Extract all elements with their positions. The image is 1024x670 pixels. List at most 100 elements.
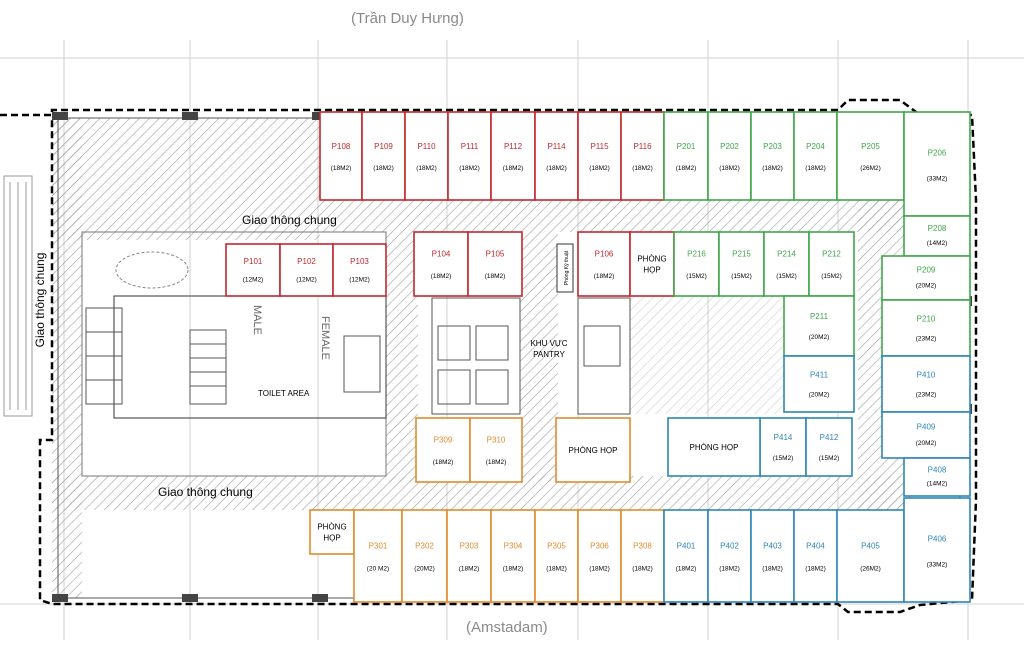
room-area: (18M2) — [431, 273, 452, 280]
room-box — [279, 243, 334, 297]
room-area: (12M2) — [243, 276, 264, 283]
room-p115-6: P115(18M2) — [577, 111, 622, 201]
room-p104-17: P104(18M2) — [413, 231, 469, 297]
room-box — [555, 417, 631, 483]
room-p116-7: P116(18M2) — [620, 111, 665, 201]
room-area: (18M2) — [719, 566, 740, 573]
room-area: (14M2) — [927, 480, 948, 487]
room-p306-45: P306(18M2) — [577, 509, 622, 603]
room-number: P305 — [547, 542, 566, 551]
room-box — [353, 509, 403, 603]
room-p304-43: P304(18M2) — [490, 509, 536, 603]
room-box — [759, 417, 807, 477]
room-number: P304 — [504, 542, 523, 551]
room-number: P301 — [369, 542, 388, 551]
room-area: (12M2) — [349, 276, 370, 283]
room-area: (18M2) — [632, 566, 653, 573]
room-area: (23M2) — [916, 335, 937, 342]
room-box — [903, 215, 971, 257]
room-box — [446, 509, 492, 603]
room-p211-28: P211 (20M2) — [783, 295, 855, 357]
room-area: (26M2) — [860, 566, 881, 573]
room-p401-47: P401(18M2) — [663, 509, 709, 603]
room-box — [903, 111, 971, 217]
room-number: P112 — [504, 142, 523, 151]
room-area: (20M2) — [916, 440, 937, 447]
room-number: P409 — [917, 422, 936, 431]
room-area: (20M2) — [809, 334, 830, 341]
room-area: (18M2) — [433, 459, 454, 466]
room-label: HỌP — [323, 534, 340, 543]
room-number: P414 — [774, 433, 793, 442]
room-p102-15: P102(12M2) — [279, 243, 334, 297]
room-p114-5: P114(18M2) — [534, 111, 579, 201]
room-area: (18M2) — [416, 165, 437, 172]
room-area: (18M2) — [805, 566, 826, 573]
rooms-layer: P108(18M2)P109(18M2)P110(18M2)P111(18M2)… — [225, 111, 971, 603]
room-p411-29: P411 (20M2) — [783, 355, 855, 413]
room-number: P105 — [486, 249, 505, 258]
room-p209-26: P209(20M2) — [881, 255, 971, 301]
room-number: P209 — [917, 266, 936, 275]
room-label: PHÒNG — [637, 255, 666, 264]
room-area: (18M2) — [503, 165, 524, 172]
room-number: P401 — [677, 542, 696, 551]
room-number: P110 — [417, 142, 436, 151]
room-box — [361, 111, 406, 201]
pantry-label-line2: PANTRY — [533, 350, 565, 359]
room-ph-ng-h-p-35: PHÒNG HỌP — [667, 417, 761, 477]
room-area: (20M2) — [414, 566, 435, 573]
room-p308-46: P308(18M2) — [620, 509, 665, 603]
room-area: (23M2) — [916, 391, 937, 398]
room-number: P115 — [590, 142, 609, 151]
room-p201-8: P201(18M2) — [663, 111, 709, 201]
room-ph-ng-h-p-39: PHÒNG HỌP — [309, 509, 355, 555]
room-box — [319, 111, 363, 201]
room-label: PHÒNG — [317, 523, 346, 532]
room-box — [667, 417, 761, 477]
female-label: FEMALE — [319, 316, 331, 360]
room-number: P111 — [461, 142, 479, 151]
room-box — [881, 255, 971, 301]
room-p310-37: P310(18M2) — [469, 417, 523, 483]
room-area: (20M2) — [809, 391, 830, 398]
room-number: P203 — [763, 142, 782, 151]
room-p303-42: P303(18M2) — [446, 509, 492, 603]
room-area: (20 M2) — [367, 566, 389, 573]
room-number: P215 — [732, 249, 751, 258]
technical-room — [556, 243, 574, 293]
room-number: P309 — [434, 435, 453, 444]
room-p215-22: P215(15M2) — [718, 231, 765, 297]
room-box — [620, 111, 665, 201]
room-number: P411 — [810, 370, 829, 379]
room-p216-21: P216(15M2) — [673, 231, 720, 297]
room-p202-9: P202(18M2) — [707, 111, 752, 201]
room-p105-18: P105 (18M2) — [467, 231, 523, 297]
room-area: (18M2) — [331, 165, 352, 172]
room-area: (18M2) — [485, 273, 506, 280]
room-p204-11: P204(18M2) — [793, 111, 838, 201]
room-number: P303 — [460, 542, 479, 551]
room-ph-ng-h-p-38: PHÒNG HỌP — [555, 417, 631, 483]
corridor-label-bottom: Giao thông chung — [158, 485, 253, 499]
room-area: (18M2) — [546, 165, 567, 172]
room-p205-12: P205(26M2) — [836, 111, 905, 201]
room-number: P212 — [822, 249, 841, 258]
room-box — [577, 509, 622, 603]
room-number: P103 — [350, 257, 369, 266]
room-number: P208 — [928, 224, 947, 233]
room-box — [404, 111, 449, 201]
room-area: (15M2) — [819, 455, 840, 462]
room-p103-16: P103 (12M2) — [332, 243, 387, 297]
room-number: P302 — [415, 542, 434, 551]
room-p409-31: P409 (20M2) — [881, 411, 971, 459]
room-area: (18M2) — [546, 566, 567, 573]
room-area: (18M2) — [589, 566, 610, 573]
room-box — [836, 111, 905, 201]
room-number: P211 — [810, 312, 829, 321]
room-p302-41: P302 (20M2) — [401, 509, 448, 603]
room-number: P206 — [928, 149, 947, 158]
room-area: (15M2) — [776, 273, 797, 280]
room-area: (15M2) — [773, 455, 794, 462]
